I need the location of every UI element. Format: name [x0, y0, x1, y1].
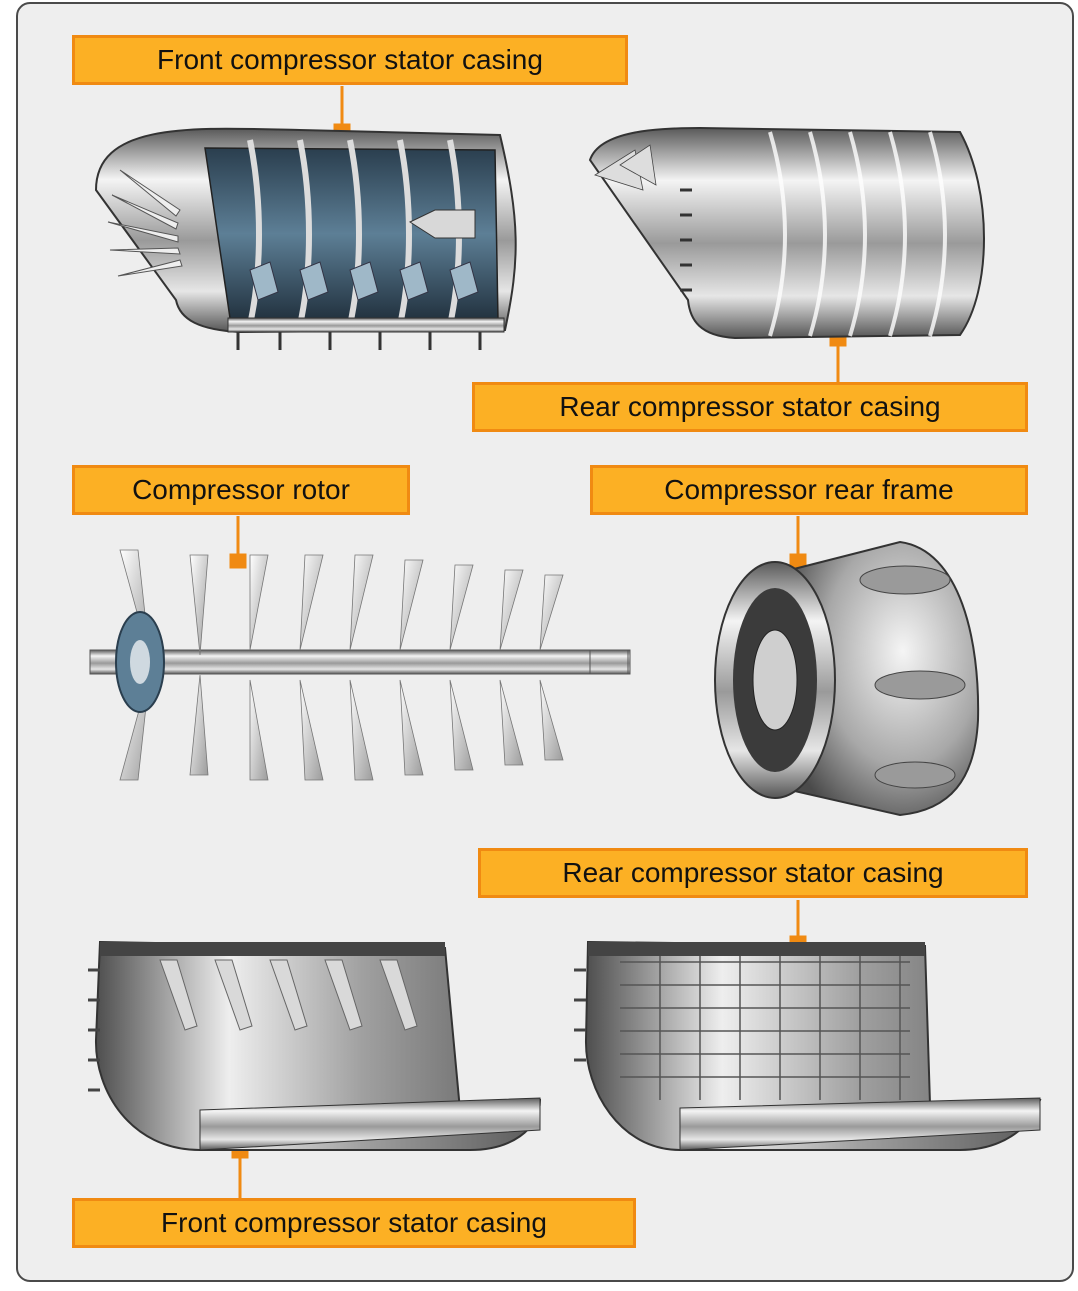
- label-compressor-rear-frame: Compressor rear frame: [590, 465, 1028, 515]
- front-stator-casing-top-illustration: [94, 127, 517, 350]
- label-rear-stator-casing-top: Rear compressor stator casing: [472, 382, 1028, 432]
- rear-stator-casing-top-illustration: [588, 126, 985, 340]
- compressor-rotor-illustration: [89, 549, 631, 781]
- label-rear-stator-casing-bottom: Rear compressor stator casing: [478, 848, 1028, 898]
- label-front-stator-casing-bottom: Front compressor stator casing: [72, 1198, 636, 1248]
- label-front-stator-casing-top: Front compressor stator casing: [72, 35, 628, 85]
- label-compressor-rotor: Compressor rotor: [72, 465, 410, 515]
- front-stator-casing-bottom-illustration: [88, 940, 542, 1151]
- compressor-rear-frame-illustration: [714, 540, 980, 817]
- rear-stator-casing-bottom-illustration: [574, 940, 1042, 1151]
